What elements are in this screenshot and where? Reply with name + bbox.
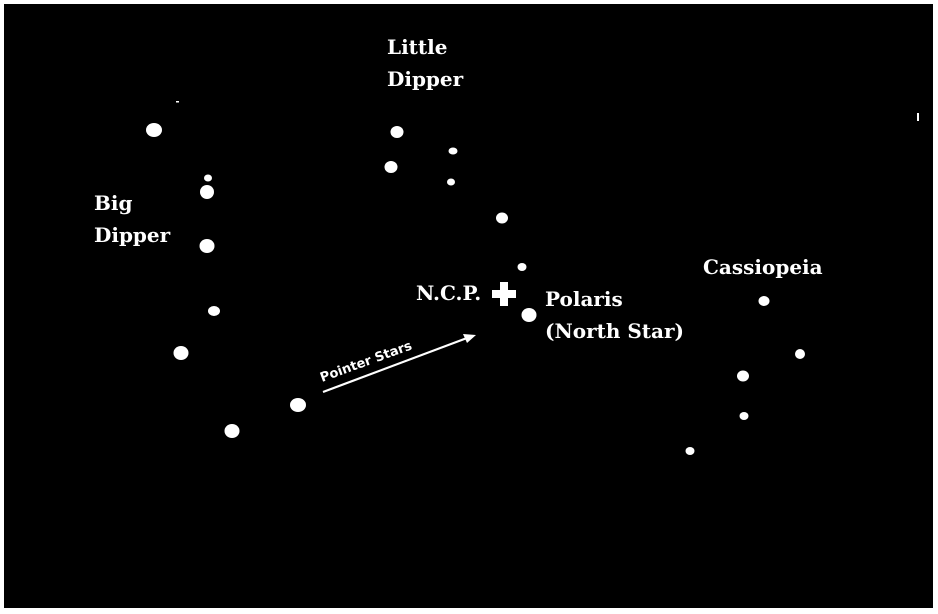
polaris-label: Polaris (North Star) (545, 287, 684, 343)
polaris-star (521, 308, 537, 322)
star (447, 178, 455, 186)
night-sky: Little Dipper Big Dipper N.C.P. Polaris … (4, 4, 933, 608)
ncp-cross-icon (492, 282, 516, 306)
star (390, 126, 404, 138)
star (200, 185, 214, 199)
cassiopeia-stars (685, 296, 805, 455)
big-dipper-label: Big Dipper (94, 191, 171, 247)
little-dipper-stars (384, 126, 537, 322)
big-dipper-stars (146, 123, 306, 438)
star (448, 147, 458, 155)
star (685, 447, 695, 455)
star (224, 424, 240, 438)
star (204, 174, 212, 182)
star (517, 263, 527, 271)
star (758, 296, 770, 306)
star (739, 412, 749, 420)
pointer-arrow (322, 334, 476, 394)
little-dipper-label: Little Dipper (387, 35, 464, 91)
star (290, 398, 306, 412)
star (146, 123, 162, 137)
star (208, 306, 220, 316)
star (199, 239, 215, 253)
ncp-label: N.C.P. (416, 281, 481, 305)
speck (917, 113, 919, 121)
star (496, 212, 508, 224)
star (173, 346, 189, 360)
speck (176, 101, 179, 103)
star-chart: Little Dipper Big Dipper N.C.P. Polaris … (94, 35, 919, 455)
star (795, 349, 805, 359)
cassiopeia-label: Cassiopeia (703, 255, 823, 279)
star (384, 161, 398, 173)
star (737, 370, 749, 382)
